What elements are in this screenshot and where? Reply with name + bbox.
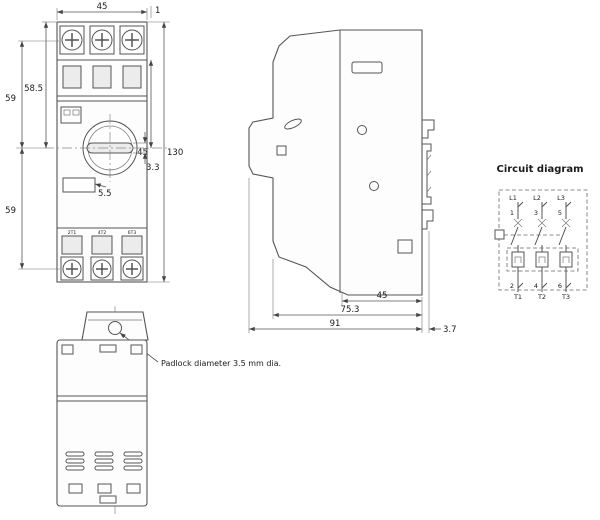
terminal-label: 2T1 — [68, 230, 77, 236]
overload-element — [535, 251, 549, 268]
dim-130: 130 — [167, 148, 183, 158]
bottom-body-outline — [56, 339, 148, 507]
overload-element — [559, 251, 573, 268]
bottom-terminal-openings: 2T1 4T2 6T3 — [61, 230, 143, 255]
top-terminal-openings — [62, 65, 142, 89]
dim-585: 58.5 — [24, 84, 43, 94]
din-rail-mount — [422, 119, 435, 230]
dim-59-upper: 59 — [5, 94, 16, 104]
terminal-label: T3 — [561, 293, 570, 301]
test-button — [60, 106, 82, 124]
side-front-detail — [276, 145, 287, 156]
terminal-label: T2 — [537, 293, 546, 301]
terminal-number-bottom: 4 — [534, 282, 538, 290]
side-rear-detail — [397, 239, 413, 254]
dim-55: 5.5 — [98, 189, 112, 199]
terminal-label: T1 — [513, 293, 522, 301]
dim-91: 91 — [330, 319, 341, 329]
dim-37: 3.7 — [443, 325, 457, 335]
terminal-number-top: 5 — [558, 209, 562, 217]
side-hole — [357, 125, 367, 135]
dim-753: 75.3 — [341, 305, 360, 315]
contact-blade — [534, 226, 543, 246]
setting-window — [62, 177, 96, 193]
trip-indicator-slot — [284, 118, 302, 130]
side-view: 45 75.3 91 3.7 — [248, 29, 457, 335]
side-body-outline — [248, 29, 423, 296]
contact-blade — [558, 226, 567, 246]
terminal-number-bottom: 6 — [558, 282, 562, 290]
side-top-slot — [351, 61, 383, 74]
dim-33: 3.3 — [146, 163, 160, 173]
phase-label: L1 — [509, 194, 517, 202]
side-hole — [369, 181, 379, 191]
operator-symbol — [494, 229, 505, 240]
bottom-view: Padlock diameter 3.5 mm dia. — [56, 306, 281, 514]
device-boundary-dashed — [498, 189, 588, 291]
rotary-dial — [82, 120, 138, 176]
front-dimensions: 45 1 58.5 59 59 130 45 — [5, 2, 183, 283]
terminal-number-top: 3 — [534, 209, 538, 217]
circuit-pole-2: L2 3 4 T2 — [533, 194, 549, 301]
contact-blade — [510, 226, 519, 246]
circuit-pole-3: L3 5 6 T3 — [557, 194, 573, 301]
side-dimensions: 45 75.3 91 3.7 — [248, 178, 457, 335]
dim-59-lower: 59 — [5, 206, 16, 216]
phase-label: L2 — [533, 194, 541, 202]
circuit-title: Circuit diagram — [496, 164, 583, 175]
terminal-label: 4T2 — [98, 230, 107, 236]
circuit-pole-1: L1 1 2 T1 — [509, 194, 525, 301]
vent-slots — [65, 451, 143, 471]
terminal-label: 6T3 — [128, 230, 137, 236]
terminal-number-top: 1 — [510, 209, 514, 217]
overload-element — [511, 251, 525, 268]
top-terminal-screws — [59, 25, 145, 55]
padlock-note: Padlock diameter 3.5 mm dia. — [161, 359, 281, 368]
bottom-terminal-screws — [60, 256, 144, 281]
circuit-diagram: Circuit diagram L1 1 2 T1 L2 3 4 T2 — [494, 164, 588, 301]
dim-width-top: 45 — [97, 2, 108, 12]
dim-45-side: 45 — [377, 291, 388, 301]
front-view: 2T1 4T2 6T3 45 1 58.5 — [5, 2, 183, 283]
phase-label: L3 — [557, 194, 565, 202]
dim-top-right: 1 — [155, 6, 160, 16]
terminal-number-bottom: 2 — [510, 282, 514, 290]
padlock-hole — [108, 321, 122, 335]
